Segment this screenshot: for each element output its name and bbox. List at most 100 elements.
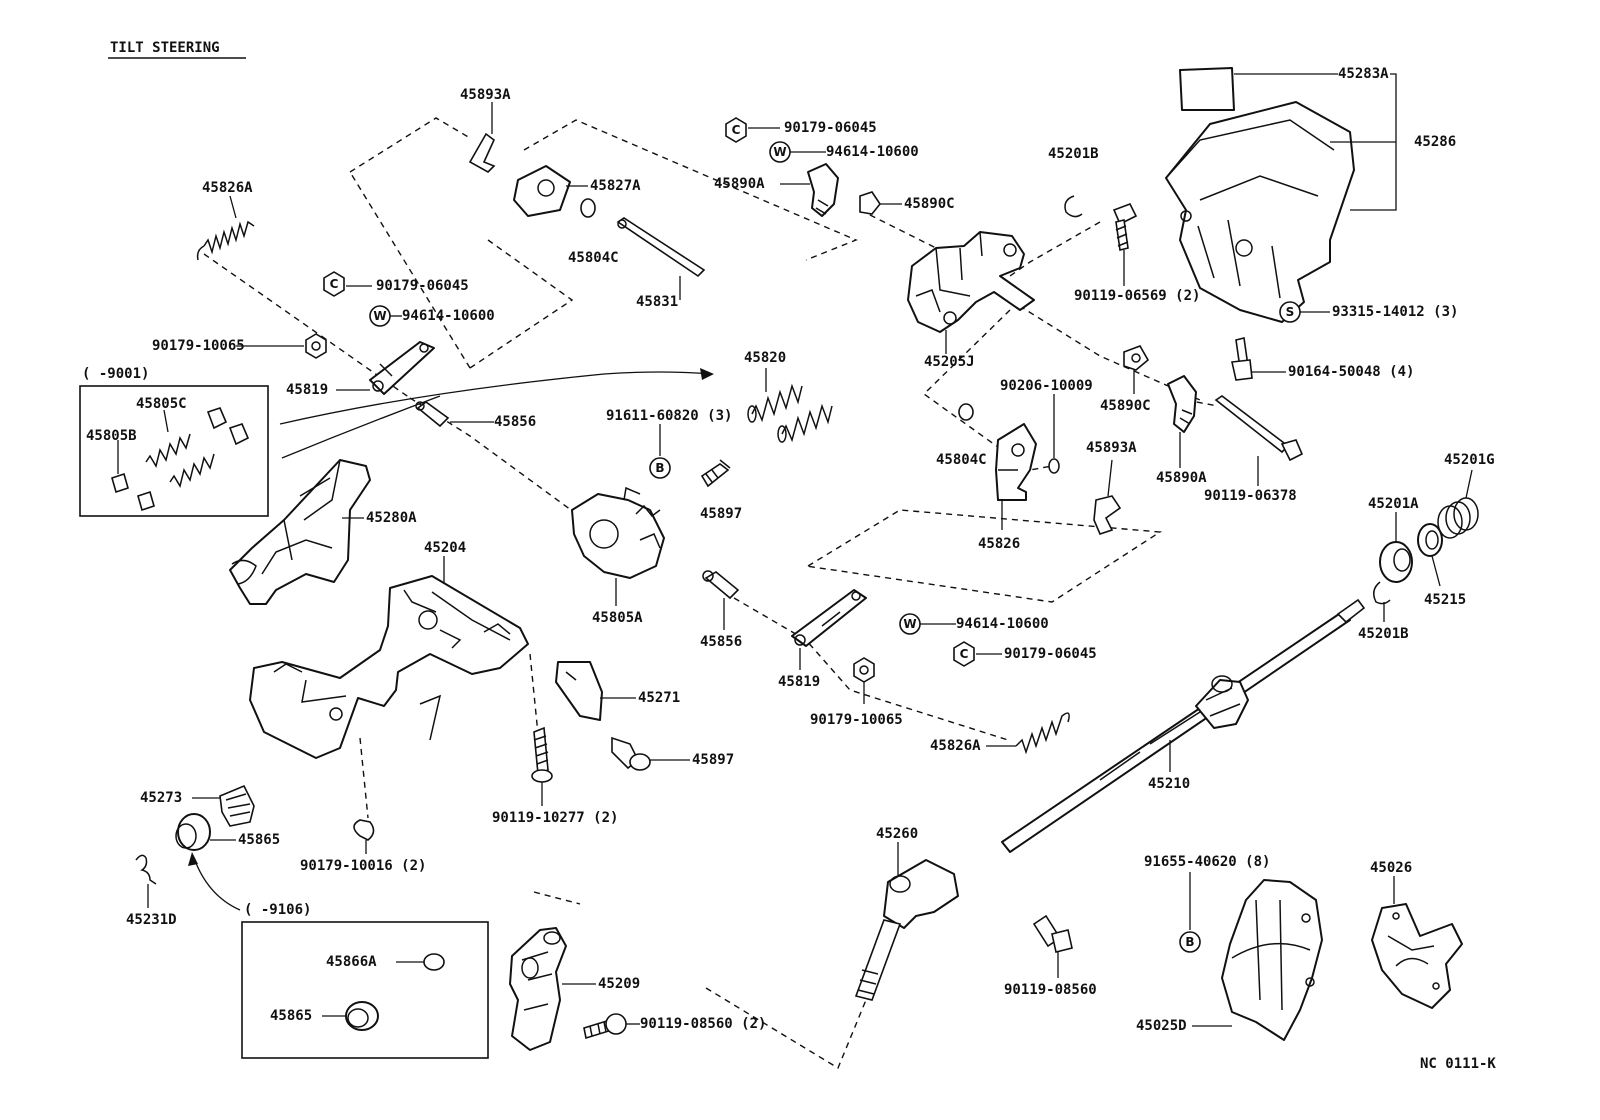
part-45819-b-lever [791, 589, 867, 647]
part-45804C-mid [958, 403, 974, 421]
label-45273: 45273 [140, 790, 182, 806]
label-45890A-top: 45890A [714, 176, 765, 192]
leader-45201G [1465, 469, 1473, 499]
part-45205J-retainer [907, 231, 1035, 333]
part-45260-intermediate-shaft [854, 859, 959, 1001]
leader-45893A-mid [1107, 459, 1113, 497]
label-45865-b: 45865 [270, 1008, 312, 1024]
label-90119-08560-b: 90119-08560 [1004, 982, 1097, 998]
leader-45826A-left [229, 195, 237, 219]
label-45831: 45831 [636, 294, 678, 310]
part-45890A-mid [1167, 375, 1197, 433]
part-45271 [555, 661, 603, 721]
part-45866A [423, 953, 445, 971]
label-45893A-mid: 45893A [1086, 440, 1137, 456]
label-45804C-top: 45804C [568, 250, 619, 266]
label-45805B: 45805B [86, 428, 137, 444]
diagram-code: NC 0111-K [1420, 1056, 1496, 1072]
column-cover-45286 [1165, 67, 1355, 323]
bolt-letter-a: B [655, 461, 664, 475]
label-45827A: 45827A [590, 178, 641, 194]
label-94614-10600-b: 94614-10600 [826, 144, 919, 160]
label-94614-10600-c: 94614-10600 [956, 616, 1049, 632]
label-45204: 45204 [424, 540, 466, 556]
part-45826A-mid-spring [1015, 712, 1070, 755]
part-45025D-boot [1221, 879, 1323, 1041]
label-45283A: 45283A [1338, 66, 1389, 82]
nut-90179-06045-c: C [953, 641, 975, 667]
label-45826: 45826 [978, 536, 1020, 552]
label-90179-06045-c: 90179-06045 [1004, 646, 1097, 662]
label-45805C: 45805C [136, 396, 187, 412]
label-45866A: 45866A [326, 954, 377, 970]
bolt-symbol-a [649, 457, 671, 479]
label-45209: 45209 [598, 976, 640, 992]
label-90119-08560-a: 90119-08560 (2) [640, 1016, 766, 1032]
nut-90179-10065-a [305, 333, 327, 359]
label-90179-06045-a: 90179-06045 [376, 278, 469, 294]
nut-90179-06045-b: C [725, 117, 747, 143]
label-45890C-mid: 45890C [1100, 398, 1151, 414]
part-90206-10009 [1048, 458, 1060, 474]
leader-45286 [1330, 73, 1397, 211]
bolt-90119-06378 [1214, 395, 1304, 462]
arrow-curve-lower [281, 395, 441, 459]
arrow-curve-keycyl [193, 857, 241, 911]
part-45890C-mid [1123, 345, 1150, 371]
label-90179-06045-b: 90179-06045 [784, 120, 877, 136]
part-45210-main-shaft [1001, 598, 1366, 853]
box-range-9106: ( -9106) [241, 902, 489, 1059]
bolt-link-line [1009, 221, 1101, 277]
part-45893A-top [468, 132, 496, 173]
label-45865-a: 45865 [238, 832, 280, 848]
label-45820: 45820 [744, 350, 786, 366]
shaft-yoke-outline [705, 987, 867, 1070]
label-91655-40620: 91655-40620 (8) [1144, 854, 1270, 870]
part-45827A [513, 165, 571, 217]
bolt-90119-08560-b [1032, 914, 1073, 953]
label-45201B-top: 45201B [1048, 146, 1099, 162]
part-45231D-clip [135, 854, 157, 885]
label-90119-06378: 90119-06378 [1204, 488, 1297, 504]
part-45204-support-bracket [249, 575, 529, 759]
upper-tilt-lever-outline [349, 117, 858, 369]
bolt-90119-10277 [531, 726, 553, 783]
diagram-title: TILT STEERING [110, 40, 220, 56]
nut-90179-10065-b [853, 657, 875, 683]
label-45231D: 45231D [126, 912, 177, 928]
label-45826A-mid: 45826A [930, 738, 981, 754]
washer-letter-b: W [773, 145, 786, 159]
label-91611-60820: 91611-60820 (3) [606, 408, 732, 424]
label-45856-b: 45856 [700, 634, 742, 650]
part-45897-b [611, 736, 651, 771]
label-90179-10065-b: 90179-10065 [810, 712, 903, 728]
label-90119-10277: 90119-10277 (2) [492, 810, 618, 826]
part-45826-bracket [995, 423, 1037, 501]
part-45820-springs [747, 383, 833, 443]
part-45831 [616, 217, 706, 278]
nut-c-symbol-a: C [330, 277, 339, 291]
nut-c-symbol-c: C [960, 647, 969, 661]
part-45897-a [700, 459, 731, 488]
bolt-90179-10016-line [359, 737, 369, 819]
part-45201G-spring [1437, 497, 1479, 539]
label-45271: 45271 [638, 690, 680, 706]
label-45280A: 45280A [366, 510, 417, 526]
arrow-head-keycyl [188, 852, 198, 866]
bushing-set-45805B [111, 472, 155, 512]
label-45890C-top: 45890C [904, 196, 955, 212]
label-45215: 45215 [1424, 592, 1466, 608]
part-45805A-lock-bracket [571, 486, 665, 579]
label-45819-b: 45819 [778, 674, 820, 690]
bolt-symbol-b [1179, 931, 1201, 953]
leader-45805C [163, 409, 169, 433]
label-45025D: 45025D [1136, 1018, 1187, 1034]
part-45856-a-pin [415, 401, 450, 428]
label-45856-a: 45856 [494, 414, 536, 430]
label-45819-a: 45819 [286, 382, 328, 398]
yoke-link-line [533, 891, 581, 905]
bolt-90119-08560-a [583, 1013, 627, 1040]
label-45286: 45286 [1414, 134, 1456, 150]
bolt-90119-06569 [1112, 202, 1138, 251]
